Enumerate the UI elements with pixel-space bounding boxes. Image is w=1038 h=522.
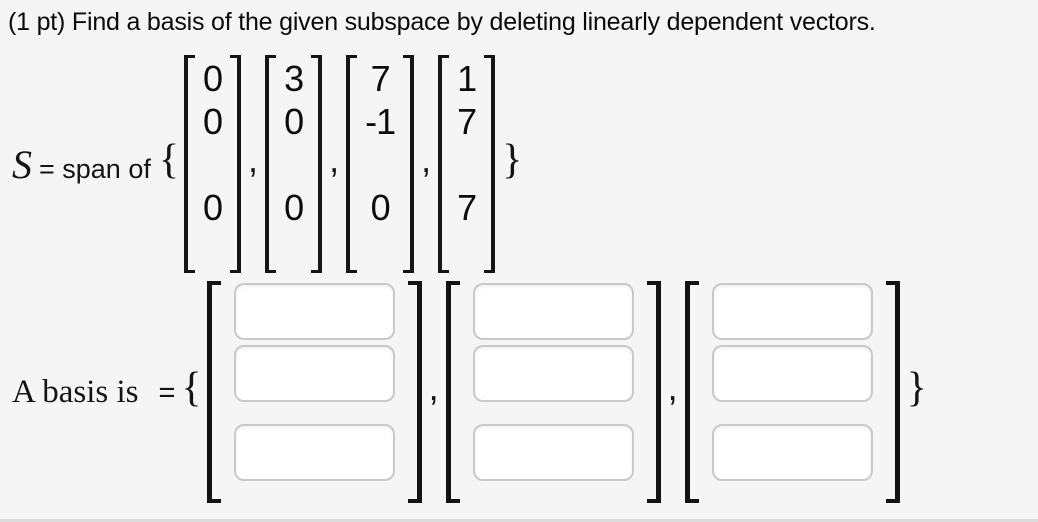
left-bracket-icon xyxy=(445,281,460,503)
vector-entry: 1 xyxy=(457,57,477,99)
equals-sign: = xyxy=(158,376,176,409)
vector-entries: 0 0 0 xyxy=(195,55,230,273)
vector-entry: 0 xyxy=(203,186,223,228)
vector-entry: 0 xyxy=(370,186,391,228)
vector-entry xyxy=(457,143,476,186)
open-brace: { xyxy=(181,365,202,411)
vector-entry: 0 xyxy=(203,57,223,99)
problem-statement: (1 pt) Find a basis of the given subspac… xyxy=(8,8,876,36)
basis-entry-input[interactable] xyxy=(233,424,395,481)
span-vector-0: 0 0 0 xyxy=(184,55,242,273)
span-vector-1: 3 0 0 xyxy=(265,55,323,273)
right-bracket-icon xyxy=(407,281,422,503)
right-bracket-icon xyxy=(403,55,415,273)
basis-entry-input[interactable] xyxy=(711,345,873,402)
left-bracket-icon xyxy=(346,55,358,273)
left-bracket-icon xyxy=(265,55,277,273)
right-bracket-icon xyxy=(484,55,496,273)
vector-separator-comma: , xyxy=(248,139,259,180)
answer-vector-1 xyxy=(445,281,661,503)
left-bracket-icon xyxy=(684,281,699,503)
vector-separator-comma: , xyxy=(421,139,432,180)
vector-entry: 0 xyxy=(284,100,304,142)
vector-entry: 7 xyxy=(370,57,391,99)
close-brace: } xyxy=(906,365,927,411)
vector-entry: 0 xyxy=(203,100,223,142)
basis-lhs: A basis is = xyxy=(12,374,181,411)
answer-vector-2 xyxy=(684,281,900,503)
vector-entry: -1 xyxy=(365,100,396,142)
left-bracket-icon xyxy=(206,281,221,503)
vector-entries: 1 7 7 xyxy=(449,55,484,273)
basis-entry-input[interactable] xyxy=(472,424,634,481)
left-bracket-icon xyxy=(438,55,450,273)
basis-answer-row: A basis is = { , , xyxy=(12,281,927,503)
span-vector-2: 7 -1 0 xyxy=(346,55,415,273)
open-brace: { xyxy=(158,137,180,183)
basis-entry-input[interactable] xyxy=(472,345,634,402)
basis-entry-input[interactable] xyxy=(711,283,873,340)
answer-entries xyxy=(711,281,873,503)
vector-separator-comma: , xyxy=(667,367,678,408)
page-bottom-border xyxy=(0,519,1038,522)
vector-entry xyxy=(203,143,222,186)
close-brace: } xyxy=(502,137,523,183)
vector-separator-comma: , xyxy=(428,367,439,408)
vector-entry xyxy=(365,143,395,186)
span-definition-row: S = span of { 0 0 0 , 3 0 0 , xyxy=(12,55,522,273)
right-bracket-icon xyxy=(311,55,323,273)
vector-entries: 3 0 0 xyxy=(276,55,311,273)
answer-entries xyxy=(472,281,634,503)
right-bracket-icon xyxy=(885,281,900,503)
basis-entry-input[interactable] xyxy=(233,283,395,340)
vector-entry: 7 xyxy=(457,100,477,142)
right-bracket-icon xyxy=(646,281,661,503)
vector-entry: 7 xyxy=(457,186,477,228)
answer-entries xyxy=(233,281,395,503)
span-lhs: S = span of xyxy=(12,141,159,188)
vector-separator-comma: , xyxy=(329,139,340,180)
basis-entry-input[interactable] xyxy=(233,345,395,402)
basis-entry-input[interactable] xyxy=(711,424,873,481)
right-bracket-icon xyxy=(230,55,242,273)
span-vector-3: 1 7 7 xyxy=(438,55,496,273)
span-of-text: = span of xyxy=(39,153,151,184)
basis-label: A basis is xyxy=(12,373,139,410)
set-symbol: S xyxy=(12,141,32,187)
vector-entry xyxy=(284,143,303,186)
basis-entry-input[interactable] xyxy=(472,283,634,340)
vector-entry: 0 xyxy=(284,186,304,228)
vector-entries: 7 -1 0 xyxy=(357,55,403,273)
left-bracket-icon xyxy=(184,55,196,273)
vector-entry: 3 xyxy=(284,57,304,99)
answer-vector-0 xyxy=(206,281,422,503)
